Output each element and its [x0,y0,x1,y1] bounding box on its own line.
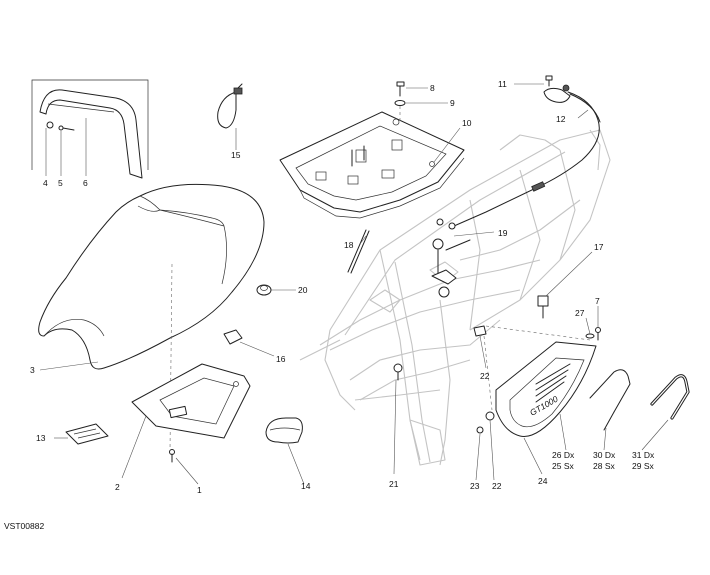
part-24-side-cover: GT1000 [495,341,597,437]
callout-31-dx: 31 Dx [632,450,655,460]
callout-30-dx: 30 Dx [593,450,616,460]
callout-14: 14 [301,481,311,491]
part-19-latch-mechanism [431,238,471,298]
callout-7: 7 [595,296,600,306]
callout-9: 9 [450,98,455,108]
callout-10: 10 [462,118,472,128]
part-7-27-screw [585,327,601,341]
part-18-rod [347,229,370,274]
callout-17: 17 [594,242,604,252]
callout-8: 8 [430,83,435,93]
callout-23: 23 [470,481,480,491]
callout-16: 16 [276,354,286,364]
callout-18: 18 [344,240,354,250]
part-29-31-rubber-strip [650,374,690,420]
callout-13: 13 [36,433,46,443]
part-10-storage-tray [279,111,465,219]
callout-6: 6 [83,178,88,188]
callout-27: 27 [575,308,585,318]
part-20-grommet [256,284,272,296]
part-11-12-seat-lock-cable [436,75,601,230]
part-2-seat-pan [131,363,251,463]
callout-11: 11 [498,79,507,89]
callout-12: 12 [556,114,566,124]
motorcycle-frame [299,129,611,466]
callout-3: 3 [30,365,35,375]
part-13-plate [65,423,109,445]
callout-20: 20 [298,285,308,295]
part-8-9-bolt-washer [394,81,406,122]
callout-1: 1 [197,485,202,495]
callout-28-sx: 28 Sx [593,461,615,471]
callout-5: 5 [58,178,63,188]
part-14-rubber-pad [265,417,303,444]
callout-labels: 4 5 6 15 8 9 10 11 12 18 19 17 20 7 27 1… [30,79,655,495]
callout-25-sx: 25 Sx [552,461,574,471]
drawing-code: VST00882 [4,521,44,531]
callout-2: 2 [115,482,120,492]
callout-29-sx: 29 Sx [632,461,654,471]
callout-24: 24 [538,476,548,486]
callout-22a: 22 [480,371,490,381]
callout-21: 21 [389,479,399,489]
callout-22b: 22 [492,481,502,491]
leader-lines [39,83,669,485]
part-6-grab-handle [31,79,149,179]
callout-4: 4 [43,178,48,188]
callout-15: 15 [231,150,241,160]
fasteners-21-22-23 [393,325,591,434]
part-16-clip [223,329,243,345]
part-17-stud [537,295,549,319]
callout-19: 19 [498,228,508,238]
part-28-30-trim-strip [589,369,631,431]
part-15-cable-clip [217,83,243,129]
callout-26-dx: 26 Dx [552,450,575,460]
